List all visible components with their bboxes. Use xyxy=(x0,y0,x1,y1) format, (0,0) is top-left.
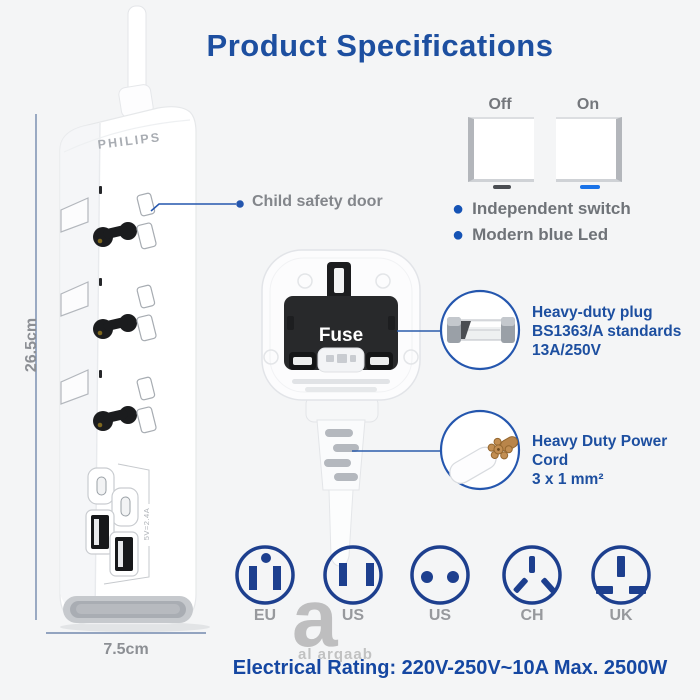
plug-type-label-us2: US xyxy=(428,607,452,624)
socket-2 xyxy=(93,278,157,342)
uk-plug: Fuse xyxy=(261,249,421,401)
feature-line: 13A/250V xyxy=(532,342,601,359)
strip-base xyxy=(63,596,193,623)
power-cord-icon xyxy=(449,436,519,484)
usb-c-port-2 xyxy=(111,487,139,527)
uk-plug-icon xyxy=(591,545,651,605)
socket-3 xyxy=(93,370,157,434)
rocker-switches xyxy=(60,197,89,405)
strip-height-dimension: 26.5cm xyxy=(23,317,40,373)
plug-type-label-ch: CH xyxy=(520,607,544,624)
screw-marks xyxy=(263,273,419,365)
feature-text: Independent switch xyxy=(472,199,631,218)
us-plug-icon-2 xyxy=(410,545,470,605)
fuse-cartridge: Fuse xyxy=(284,296,398,370)
rocker-switch-3 xyxy=(60,369,89,405)
fuse-icon xyxy=(447,317,515,343)
list-item: ● Independent switch xyxy=(452,196,631,222)
list-item: ● Modern blue Led xyxy=(452,222,631,248)
feature-text: Modern blue Led xyxy=(472,225,609,244)
usb-a-port-2 xyxy=(109,531,139,577)
switch-on-label: On xyxy=(576,96,600,113)
switch-off-label: Off xyxy=(488,96,512,113)
bullet-icon: ● xyxy=(452,198,465,220)
plug-type-label-uk: UK xyxy=(609,607,633,624)
led-off-indicator xyxy=(493,185,511,189)
strip-cable xyxy=(118,5,154,118)
socket-1 xyxy=(93,186,157,250)
eu-plug-icon xyxy=(235,545,295,605)
usb-section: 5V=2.4A xyxy=(85,463,151,585)
plug-type-icons xyxy=(235,545,651,605)
watermark-logo: a xyxy=(292,573,338,664)
watermark-name: al arqaab xyxy=(298,646,373,663)
usb-output-label: 5V=2.4A xyxy=(142,508,151,540)
usb-c-port-1 xyxy=(87,467,115,505)
feature-line: Heavy-duty plug xyxy=(532,304,653,321)
feature-pointer-lines xyxy=(352,330,441,452)
ch-plug-icon xyxy=(502,545,562,605)
strain-relief-grooves xyxy=(324,429,359,481)
page-title: Product Specifications xyxy=(206,28,554,63)
led-on-indicator xyxy=(580,185,600,189)
strip-width-dimension: 7.5cm xyxy=(103,641,149,658)
heavy-duty-plug-text: Heavy-duty plug BS1363/A standards 13A/2… xyxy=(532,303,681,360)
feature-line: 3 x 1 mm² xyxy=(532,471,604,488)
feature-line: Heavy Duty Power Cord xyxy=(532,433,668,469)
plug-type-label-eu: EU xyxy=(253,607,277,624)
cord-feature-badge xyxy=(439,409,521,491)
plug-type-label-us1: US xyxy=(341,607,365,624)
feature-line: BS1363/A standards xyxy=(532,323,682,340)
fuse-label: Fuse xyxy=(319,325,363,346)
child-safety-callout-line xyxy=(150,200,244,212)
switch-feature-list: ● Independent switch ● Modern blue Led xyxy=(452,196,631,248)
usb-a-port-1 xyxy=(85,509,115,555)
us-plug-icon-1 xyxy=(323,545,383,605)
earth-pin xyxy=(327,262,351,300)
switch-on-diagram xyxy=(556,117,622,182)
live-neutral-pins xyxy=(289,352,393,370)
embossed-text-lines xyxy=(292,379,390,392)
electrical-rating: Electrical Rating: 220V-250V~10A Max. 25… xyxy=(232,657,668,679)
child-safety-door-label: Child safety door xyxy=(252,193,383,210)
certification-plate xyxy=(317,347,365,373)
switch-off-diagram xyxy=(468,117,534,182)
plug-cord xyxy=(305,395,379,567)
bullet-icon: ● xyxy=(452,224,465,246)
power-strip: PHILIPS xyxy=(59,106,210,632)
power-cord-text: Heavy Duty Power Cord 3 x 1 mm² xyxy=(532,432,700,489)
rocker-switch-2 xyxy=(60,281,89,317)
fuse-feature-badge xyxy=(439,289,521,371)
rocker-switch-1 xyxy=(60,197,89,233)
dimension-lines xyxy=(35,114,206,634)
